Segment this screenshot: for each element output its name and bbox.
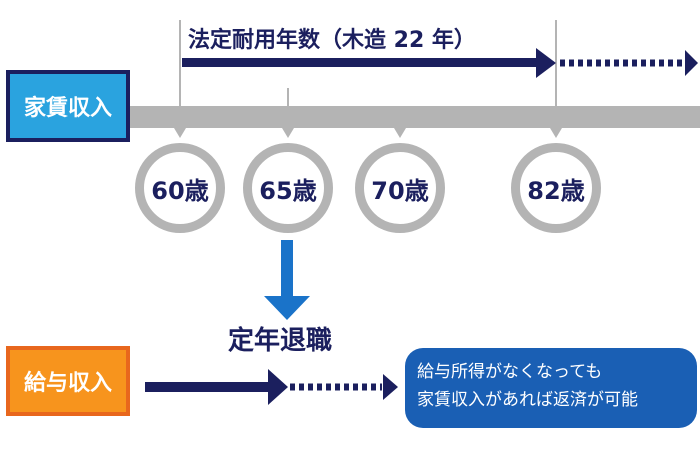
retirement-arrow-head [264,296,310,320]
age-circle-82: 82歳 [511,143,601,233]
age-circle-70: 70歳 [355,143,445,233]
rent-income-label: 家賃収入 [23,96,112,121]
salary-income-box: 給与収入 [6,346,130,416]
age-circle-65: 65歳 [243,143,333,233]
retirement-arrow-shaft [281,240,293,298]
timeline-bar [130,106,700,128]
age-label-65: 65歳 [259,176,317,205]
useful-life-arrow-head [536,48,556,78]
connector-82 [550,128,562,138]
retirement-label: 定年退職 [228,326,333,356]
useful-life-dotted-head [685,50,698,76]
salary-dotted-head [383,374,398,400]
repayment-note: 給与所得がなくなっても 家賃収入があれば返済が可能 [405,348,697,428]
useful-life-arrow-shaft [182,58,538,67]
note-line-1: 給与所得がなくなっても [417,362,603,382]
age-label-60: 60歳 [151,176,209,205]
connector-65 [282,128,294,138]
note-line-2: 家賃収入があれば返済が可能 [417,390,638,410]
salary-arrow-shaft [145,382,269,392]
age-circle-60: 60歳 [135,143,225,233]
salary-income-label: 給与収入 [23,371,112,396]
connector-60 [174,128,186,138]
useful-life-label: 法定耐用年数（木造 22 年） [188,28,476,53]
age-label-82: 82歳 [527,176,585,205]
age-label-70: 70歳 [371,176,429,205]
connector-70 [394,128,406,138]
rent-income-box: 家賃収入 [6,70,130,142]
salary-arrow-head [268,369,288,405]
